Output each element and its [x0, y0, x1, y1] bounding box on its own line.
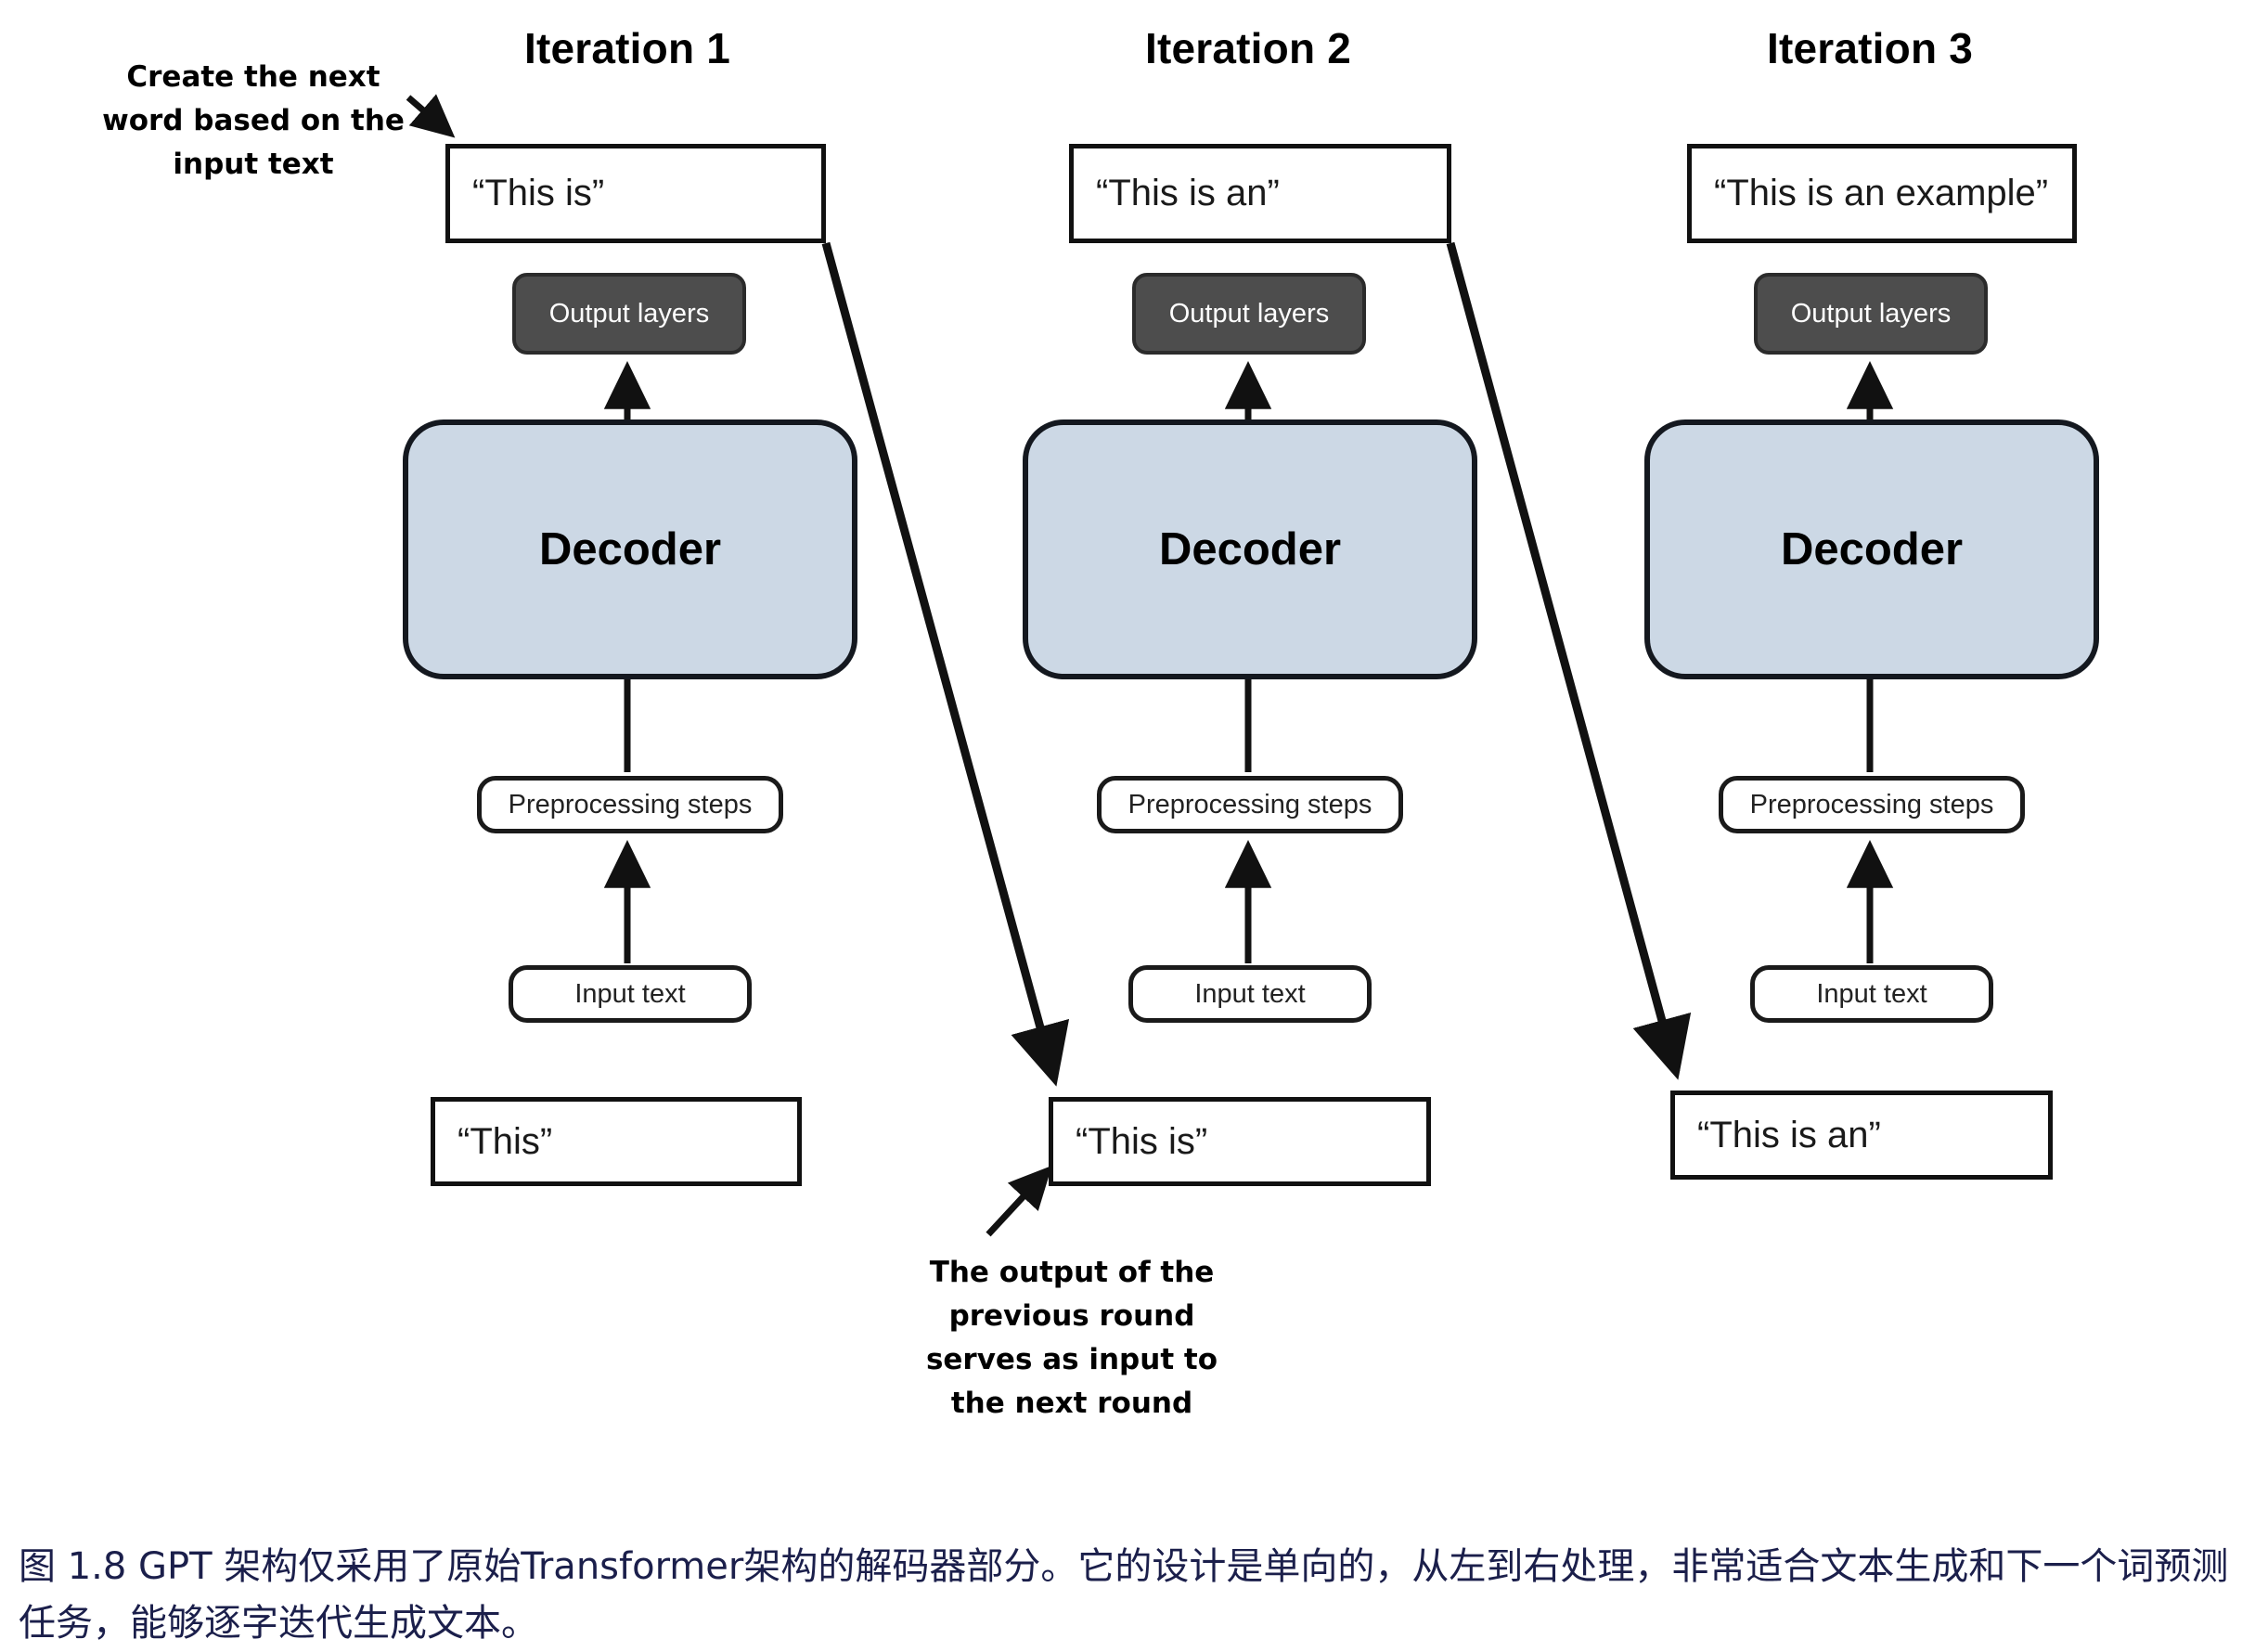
input-text-box-iteration-2: Input text [1128, 965, 1372, 1023]
annotation-arrow-top-left [406, 94, 456, 138]
figure-caption: 图 1.8 GPT 架构仅采用了原始Transformer架构的解码器部分。它的… [19, 1545, 2229, 1645]
iteration2-to-iteration3-arrow [1446, 241, 1692, 1080]
annotation-line: Create the next [126, 60, 380, 94]
input-sentence-box-iteration-1: “This” [431, 1097, 802, 1186]
input-text-box-iteration-1: Input text [509, 965, 752, 1023]
output-layers-box-iteration-1: Output layers [512, 273, 746, 355]
annotation-line: The output of the [929, 1256, 1215, 1289]
preprocessing-box-iteration-2: Preprocessing steps [1097, 776, 1403, 833]
annotation-create-next-word: Create the next word based on the input … [100, 56, 406, 187]
column-title-iteration-2: Iteration 2 [1144, 24, 1352, 72]
output-layers-box-iteration-2: Output layers [1132, 273, 1366, 355]
annotation-line: input text [173, 148, 334, 182]
column-title-iteration-1: Iteration 1 [523, 24, 731, 72]
decoder-box-iteration-3: Decoder [1644, 419, 2099, 679]
input-sentence-box-iteration-3: “This is an” [1670, 1091, 2053, 1180]
decoder-box-iteration-2: Decoder [1023, 419, 1477, 679]
annotation-line: word based on the [102, 104, 405, 138]
annotation-line: serves as input to [925, 1343, 1218, 1377]
annotation-line: previous round [948, 1299, 1195, 1334]
column-title-iteration-3: Iteration 3 [1766, 24, 1974, 72]
output-text-box-iteration-2: “This is an” [1069, 144, 1451, 243]
input-sentence-box-iteration-2: “This is” [1049, 1097, 1431, 1186]
output-text-box-iteration-3: “This is an example” [1687, 144, 2077, 243]
preprocessing-box-iteration-3: Preprocessing steps [1719, 776, 2025, 833]
iteration1-to-iteration2-arrow [821, 241, 1070, 1087]
input-text-box-iteration-3: Input text [1750, 965, 1993, 1023]
output-layers-box-iteration-3: Output layers [1754, 273, 1988, 355]
output-text-box-iteration-1: “This is” [445, 144, 826, 243]
annotation-arrow-bottom [986, 1165, 1052, 1237]
annotation-line: the next round [950, 1387, 1193, 1421]
preprocessing-box-iteration-1: Preprocessing steps [477, 776, 783, 833]
decoder-box-iteration-1: Decoder [403, 419, 857, 679]
annotation-output-previous-round: The output of the previous round serves … [905, 1251, 1239, 1426]
